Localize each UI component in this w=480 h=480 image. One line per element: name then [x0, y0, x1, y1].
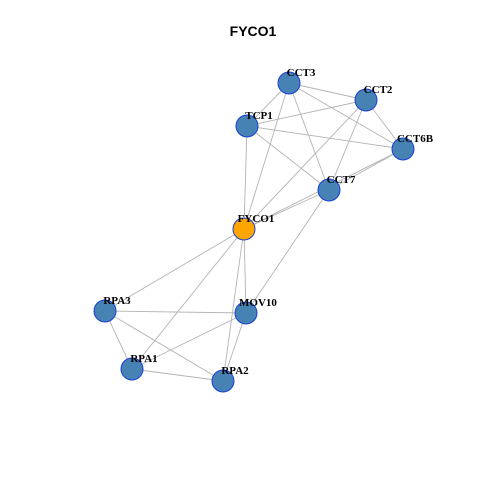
edge-cct3-fyco1: [243, 82, 290, 230]
node-cct2: [354, 88, 378, 112]
edge-cct2-cct7: [328, 99, 367, 191]
edge-cct7-fyco1: [243, 189, 330, 230]
node-label-cct7: CCT7: [327, 174, 356, 186]
edge-mov10-rpa2: [222, 312, 247, 382]
edge-tcp1-cct7: [246, 125, 330, 191]
edge-fyco1-rpa3: [104, 228, 245, 312]
edge-mov10-rpa1: [131, 312, 247, 370]
edge-cct3-cct6b: [288, 82, 404, 150]
node-mov10: [234, 301, 258, 325]
node-label-fyco1: FYCO1: [238, 213, 275, 225]
node-tcp1: [235, 114, 259, 138]
edge-cct7-mov10: [245, 189, 330, 314]
edge-fyco1-rpa1: [131, 228, 245, 370]
node-label-cct3: CCT3: [287, 67, 316, 79]
node-label-rpa3: RPA3: [103, 295, 131, 307]
node-fyco1: [232, 217, 256, 241]
edge-tcp1-cct6b: [246, 125, 404, 150]
node-rpa2: [211, 369, 235, 393]
diagram-title: FYCO1: [230, 23, 277, 39]
node-label-cct6b: CCT6B: [397, 133, 434, 145]
node-cct7: [317, 178, 341, 202]
edge-rpa1-rpa2: [131, 368, 224, 382]
node-label-tcp1: TCP1: [245, 110, 273, 122]
node-rpa1: [120, 357, 144, 381]
edge-cct6b-cct7: [328, 148, 404, 191]
node-label-cct2: CCT2: [364, 84, 393, 96]
nodes-layer: [93, 71, 415, 393]
edge-cct3-cct2: [288, 82, 367, 101]
node-label-mov10: MOV10: [239, 297, 277, 309]
edge-fyco1-rpa2: [222, 228, 245, 382]
edge-rpa3-rpa2: [104, 310, 224, 382]
edge-fyco1-mov10: [243, 228, 247, 314]
edge-cct2-fyco1: [243, 99, 367, 230]
node-label-rpa2: RPA2: [221, 365, 249, 377]
edge-rpa3-mov10: [104, 310, 247, 314]
edge-cct2-tcp1: [246, 99, 367, 127]
node-cct3: [277, 71, 301, 95]
edge-cct3-cct7: [288, 82, 330, 191]
node-label-rpa1: RPA1: [130, 353, 157, 365]
edge-tcp1-fyco1: [243, 125, 248, 230]
node-cct6b: [391, 137, 415, 161]
node-rpa3: [93, 299, 117, 323]
